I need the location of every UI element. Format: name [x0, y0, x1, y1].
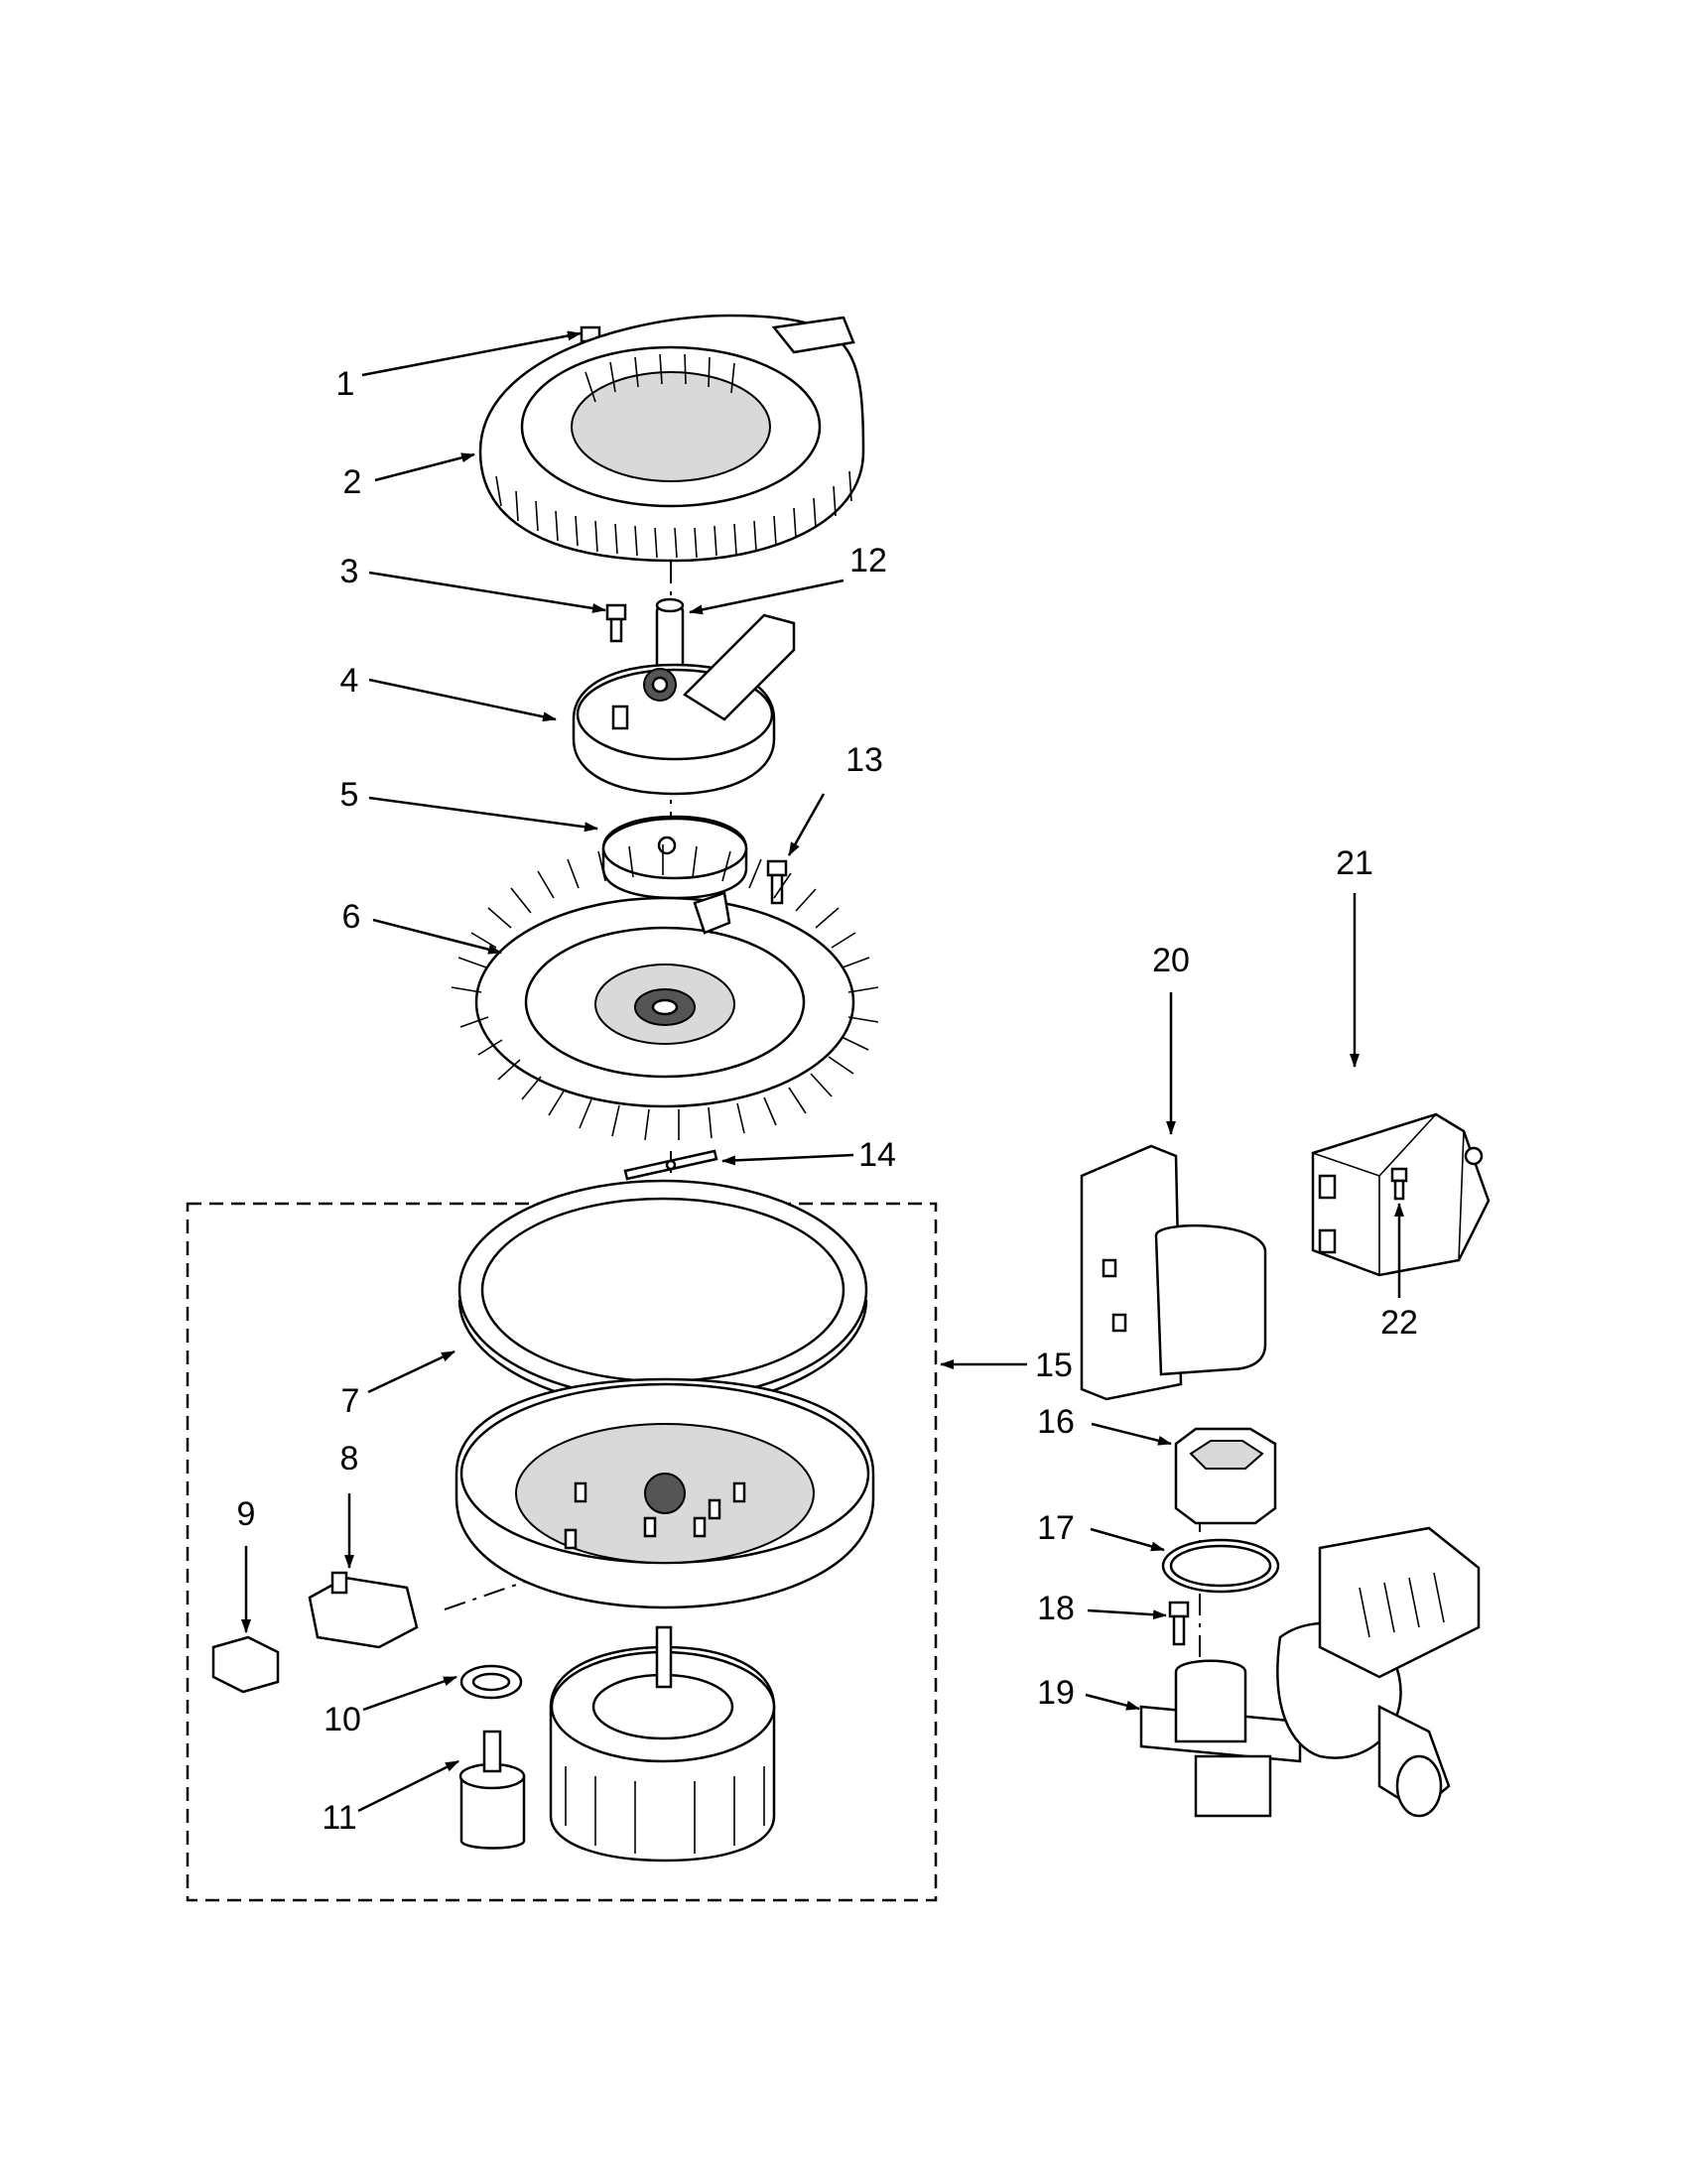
part-label-4: 4 [340, 662, 359, 700]
part-label-21: 21 [1336, 844, 1373, 882]
part-5-impeller [601, 815, 748, 900]
part-20-bracket [1080, 1144, 1267, 1401]
part-12-pin [655, 597, 685, 672]
part-label-7: 7 [341, 1382, 360, 1420]
part-label-22: 22 [1380, 1304, 1418, 1342]
assembly-base [454, 1377, 875, 1609]
part-labels: 1 2 3 4 5 6 7 8 9 10 11 12 13 14 15 16 1… [237, 365, 1418, 1837]
part-22-screw [1390, 1167, 1408, 1201]
part-6-filter-plate [451, 844, 879, 1141]
part-label-8: 8 [340, 1440, 359, 1477]
part-label-12: 12 [849, 542, 887, 579]
part-2-filter-cover [478, 314, 865, 563]
part-7-gasket-ring [457, 1179, 868, 1411]
assembly-motor [549, 1625, 776, 1863]
part-8-bracket [308, 1571, 419, 1649]
leader-lines [241, 330, 1404, 1813]
part-label-2: 2 [343, 463, 362, 501]
part-label-13: 13 [845, 741, 883, 779]
part-label-10: 10 [324, 1701, 361, 1738]
part-11-sensor [458, 1730, 526, 1850]
part-label-17: 17 [1037, 1509, 1075, 1547]
part-10-o-ring [459, 1664, 523, 1700]
part-label-14: 14 [858, 1136, 896, 1174]
part-9-clip [211, 1635, 280, 1694]
part-18-screw [1168, 1601, 1190, 1646]
part-label-1: 1 [336, 365, 355, 403]
part-13-screw [766, 859, 788, 905]
part-label-16: 16 [1037, 1403, 1075, 1441]
part-14-blade [623, 1149, 718, 1181]
part-16-adapter [1174, 1427, 1277, 1525]
part-label-5: 5 [340, 776, 359, 814]
part-label-6: 6 [342, 898, 361, 936]
part-3-screw [605, 603, 627, 643]
part-17-o-ring [1161, 1538, 1280, 1594]
part-4-housing [572, 613, 796, 796]
part-label-11: 11 [322, 1799, 356, 1837]
part-label-18: 18 [1037, 1590, 1075, 1627]
part-label-20: 20 [1152, 942, 1190, 979]
part-label-9: 9 [237, 1495, 256, 1533]
part-label-19: 19 [1037, 1674, 1075, 1712]
part-label-15: 15 [1035, 1347, 1073, 1384]
part-19-drain-pump [1139, 1526, 1481, 1818]
part-label-3: 3 [340, 553, 359, 590]
